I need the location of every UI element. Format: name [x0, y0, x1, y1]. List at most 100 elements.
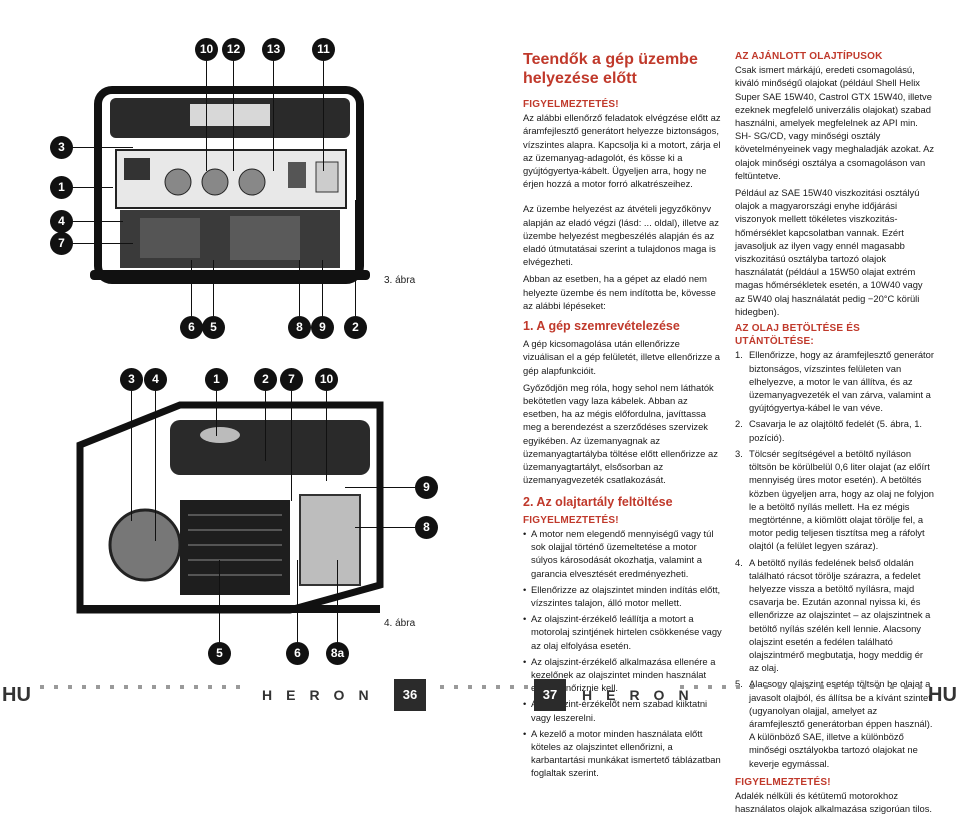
- leader-line: [131, 391, 132, 521]
- footer-dot: [778, 685, 782, 689]
- footer-dot: [54, 685, 58, 689]
- generator-side-illustration: [76, 401, 384, 614]
- text-column-middle: Teendők a gép üzembe helyezése előtt FIG…: [523, 50, 723, 783]
- numbered-step: 3.Tölcsér segítségével a betöltő nyíláso…: [735, 447, 935, 553]
- callout-marker: 13: [262, 38, 285, 61]
- leader-line: [191, 260, 192, 316]
- numbered-step: 4.A betöltő nyílás fedelének belső oldal…: [735, 556, 935, 675]
- callout-marker: 5: [202, 316, 225, 339]
- footer-dot: [820, 685, 824, 689]
- step-number: 1.: [735, 349, 743, 361]
- callout-marker: 10: [195, 38, 218, 61]
- footer-dot: [468, 685, 472, 689]
- section-heading: 1. A gép szemrevételezése: [523, 319, 680, 334]
- footer-dot: [890, 685, 894, 689]
- footer-dot: [510, 685, 514, 689]
- leader-line: [291, 391, 292, 501]
- warning-text: Az alábbi ellenőrző feladatok elvégzése …: [523, 112, 721, 190]
- step-text: Tölcsér segítségével a betöltő nyíláson …: [749, 447, 935, 552]
- callout-marker: 10: [315, 368, 338, 391]
- callout-marker: 2: [344, 316, 367, 339]
- footer-dot: [194, 685, 198, 689]
- footer-dot: [482, 685, 486, 689]
- page-title: Teendők a gép üzembe helyezése előtt: [523, 51, 698, 87]
- warning-label: FIGYELMEZTETÉS!: [735, 776, 831, 788]
- figure-caption: 3. ábra: [384, 275, 416, 286]
- footer-dot: [764, 685, 768, 689]
- footer-dot: [792, 685, 796, 689]
- callout-marker: 7: [50, 232, 73, 255]
- leader-line: [219, 560, 220, 642]
- paragraph: Győződjön meg róla, hogy sehol nem látha…: [523, 381, 718, 486]
- footer-dot: [680, 685, 684, 689]
- brand-logo: HERON: [582, 687, 703, 703]
- footer-dot: [440, 685, 444, 689]
- footer-dot: [806, 685, 810, 689]
- leader-line: [233, 61, 234, 171]
- leader-line: [355, 527, 415, 528]
- section-heading: AZ AJÁNLOTT OLAJTÍPUSOK: [735, 51, 883, 62]
- callout-marker: 3: [120, 368, 143, 391]
- leader-line: [326, 391, 327, 481]
- leader-line: [73, 221, 123, 222]
- footer-dot: [208, 685, 212, 689]
- warning-label: FIGYELMEZTETÉS!: [523, 99, 619, 110]
- footer-dot: [222, 685, 226, 689]
- leader-line: [73, 243, 133, 244]
- footer-dot: [694, 685, 698, 689]
- callout-marker: 1: [50, 176, 73, 199]
- figure-caption: 4. ábra: [384, 618, 416, 629]
- leader-line: [299, 260, 300, 316]
- numbered-step: 2.Csavarja le az olajtöltő fedelét (5. á…: [735, 417, 935, 443]
- footer-dot: [110, 685, 114, 689]
- footer-dot: [524, 685, 528, 689]
- callout-marker: 11: [312, 38, 335, 61]
- language-code: HU: [2, 684, 31, 706]
- footer-dot: [496, 685, 500, 689]
- footer-dot: [40, 685, 44, 689]
- callout-marker: 12: [222, 38, 245, 61]
- warning-label: FIGYELMEZTETÉS!: [523, 514, 619, 526]
- bullet-item: Ellenőrizze az olajszintet minden indítá…: [523, 583, 723, 609]
- callout-marker: 6: [286, 642, 309, 665]
- footer-dot: [82, 685, 86, 689]
- callout-marker: 6: [180, 316, 203, 339]
- callout-marker: 3: [50, 136, 73, 159]
- footer-dot: [166, 685, 170, 689]
- footer-dot: [722, 685, 726, 689]
- brand-logo: HERON: [262, 687, 383, 703]
- page-number: 37: [534, 679, 566, 711]
- section-heading: 2. Az olajtartály feltöltése: [523, 495, 673, 510]
- leader-line: [73, 147, 133, 148]
- footer-dot: [904, 685, 908, 689]
- footer-dot: [96, 685, 100, 689]
- callout-marker: 8: [415, 516, 438, 539]
- step-number: 5.: [735, 678, 743, 690]
- step-number: 4.: [735, 556, 743, 568]
- callout-marker: 9: [311, 316, 334, 339]
- leader-line: [345, 487, 415, 488]
- bullet-item: Az olajszint-érzékelő leállítja a motort…: [523, 612, 723, 652]
- paragraph: Csak ismert márkájú, eredeti csomagolású…: [735, 64, 935, 181]
- warning-text: Adalék nélküli és kétütemű motorokhoz ha…: [735, 789, 932, 815]
- callout-marker: 5: [208, 642, 231, 665]
- leader-line: [73, 187, 113, 188]
- leader-line: [216, 391, 217, 436]
- callout-marker: 8a: [326, 642, 349, 665]
- footer-dot: [876, 685, 880, 689]
- bullet-item: Az olajszint-érzékelő alkalmazása ellené…: [523, 655, 723, 695]
- footer-dot: [862, 685, 866, 689]
- leader-line: [322, 260, 323, 316]
- footer-dot: [750, 685, 754, 689]
- footer-dot: [138, 685, 142, 689]
- callout-marker: 2: [254, 368, 277, 391]
- callout-marker: 9: [415, 476, 438, 499]
- leader-line: [206, 61, 207, 171]
- generator-front-illustration: [90, 86, 370, 284]
- bullet-item: A kezelő a motor minden használata előtt…: [523, 727, 723, 780]
- leader-line: [337, 560, 338, 642]
- footer-dot: [152, 685, 156, 689]
- numbered-step: 1.Ellenőrizze, hogy az áramfejlesztő gen…: [735, 348, 935, 414]
- paragraph: A gép kicsomagolása után ellenőrizze viz…: [523, 338, 720, 376]
- footer-dot: [124, 685, 128, 689]
